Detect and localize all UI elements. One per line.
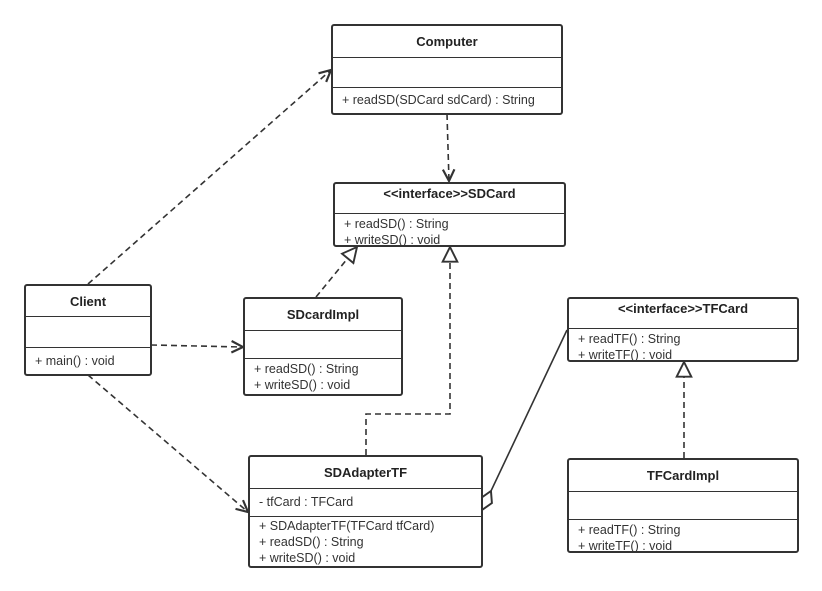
class-tfcardimpl[interactable]: TFCardImpl + readTF() : String + writeTF… [567,458,799,553]
realization-sdadaptertf-sdcard [365,247,450,455]
class-computer[interactable]: Computer + readSD(SDCard sdCard) : Strin… [331,24,563,115]
dependency-computer-sdcard [447,113,449,181]
class-name: TFCardImpl [569,460,797,492]
class-name: SDcardImpl [245,299,401,331]
attributes-compartment [26,317,150,348]
operation: + writeSD() : void [344,233,441,247]
operations-compartment: + readTF() : String + writeTF() : void [569,329,797,362]
attribute: - tfCard : TFCard [259,495,354,509]
interface-sdcard[interactable]: <<interface>>SDCard + readSD() : String … [333,182,566,247]
attributes-compartment: - tfCard : TFCard [250,489,481,517]
class-name: <<interface>>SDCard [335,184,564,214]
operations-compartment: + readSD() : String + writeSD() : void [245,359,401,393]
dependency-client-sdadaptertf [87,374,248,512]
operation: + readSD(SDCard sdCard) : String [342,93,535,107]
operation: + readSD() : String [254,362,359,376]
attributes-compartment [245,331,401,359]
attributes-compartment [569,492,797,520]
operations-compartment: + readTF() : String + writeTF() : void [569,520,797,553]
aggregation-sdadaptertf-tfcard [482,329,568,510]
class-name: Computer [333,26,561,58]
class-sdcardimpl[interactable]: SDcardImpl + readSD() : String + writeSD… [243,297,403,396]
class-client[interactable]: Client + main() : void [24,284,152,376]
operation: + readTF() : String [578,332,681,346]
interface-tfcard[interactable]: <<interface>>TFCard + readTF() : String … [567,297,799,362]
dependency-client-computer [87,70,331,285]
operation: + readTF() : String [578,523,681,537]
operation: + writeTF() : void [578,348,673,362]
operation: + writeSD() : void [259,551,356,565]
operation: + readSD() : String [344,217,449,231]
operations-compartment: + readSD() : String + writeSD() : void [335,214,564,247]
class-name: SDAdapterTF [250,457,481,489]
attributes-compartment [333,58,561,88]
operation: + SDAdapterTF(TFCard tfCard) [259,519,435,533]
realization-sdcardimpl-sdcard [315,247,357,298]
class-sdadaptertf[interactable]: SDAdapterTF - tfCard : TFCard + SDAdapte… [248,455,483,568]
operation: + main() : void [35,354,115,368]
class-name: Client [26,286,150,317]
operation: + writeTF() : void [578,539,673,553]
operations-compartment: + main() : void [26,348,150,369]
operation: + writeSD() : void [254,378,351,392]
operations-compartment: + readSD(SDCard sdCard) : String [333,88,561,108]
operation: + readSD() : String [259,535,364,549]
dependency-client-sdcardimpl [150,345,243,347]
class-name: <<interface>>TFCard [569,299,797,329]
operations-compartment: + SDAdapterTF(TFCard tfCard) + readSD() … [250,517,481,566]
